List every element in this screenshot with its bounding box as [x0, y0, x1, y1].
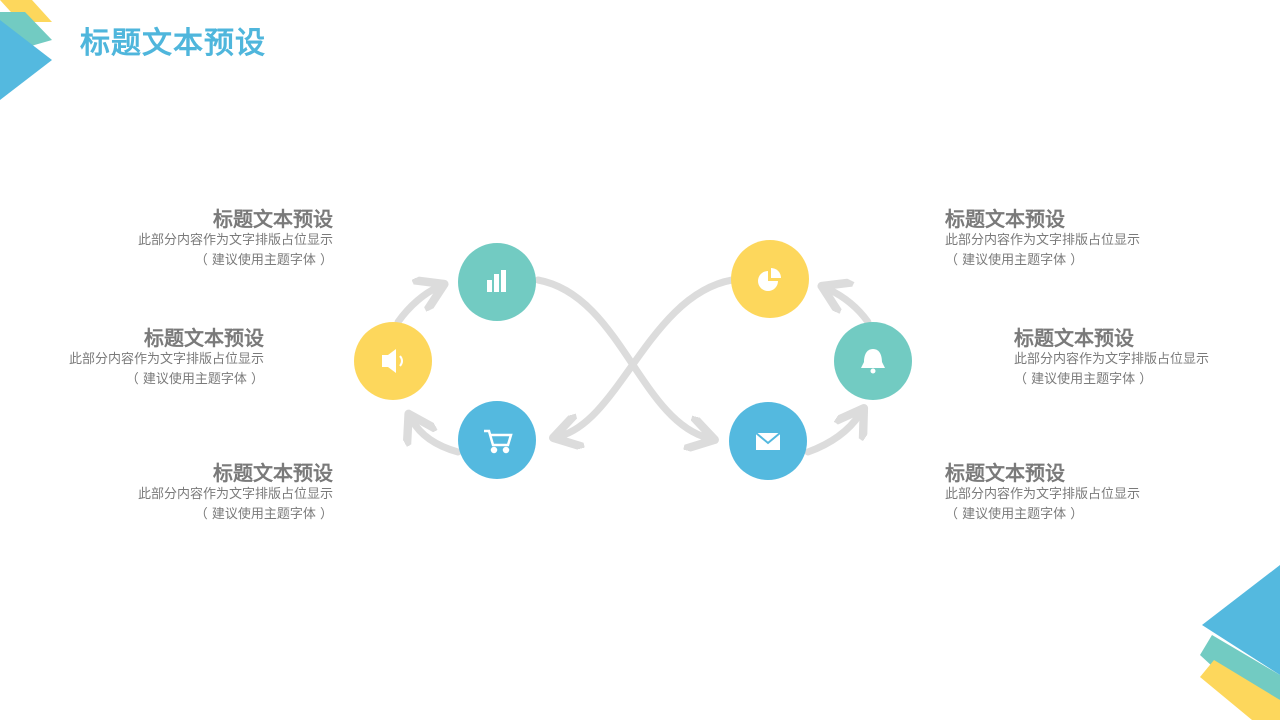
flow-arrow-right-down — [828, 289, 872, 326]
block-note: （ 建议使用主题字体 ） — [194, 507, 333, 522]
node-pie-chart — [731, 240, 809, 318]
block-title: 标题文本预设 — [213, 207, 333, 231]
node-shopping-cart — [458, 401, 536, 479]
pie-chart-icon — [758, 268, 781, 291]
text-block-right-bottom: 标题文本预设 此部分内容作为文字排版占位显示 （ 建议使用主题字体 ） — [945, 461, 1205, 525]
block-description: 此部分内容作为文字排版占位显示 — [68, 352, 264, 367]
corner-decoration-bottom-right — [1200, 565, 1280, 720]
text-block-left-bottom: 标题文本预设 此部分内容作为文字排版占位显示 （ 建议使用主题字体 ） — [73, 461, 333, 525]
block-title: 标题文本预设 — [1014, 326, 1134, 350]
block-note: （ 建议使用主题字体 ） — [194, 253, 333, 268]
block-note: （ 建议使用主题字体 ） — [1014, 372, 1153, 387]
block-description: 此部分内容作为文字排版占位显示 — [945, 487, 1141, 502]
flow-arrow-right-up — [804, 414, 860, 456]
page-title: 标题文本预设 — [80, 26, 266, 61]
block-description: 此部分内容作为文字排版占位显示 — [137, 233, 333, 248]
text-block-left-middle: 标题文本预设 此部分内容作为文字排版占位显示 （ 建议使用主题字体 ） — [4, 326, 264, 390]
envelope-icon — [755, 432, 781, 450]
flow-arrow-left-down — [412, 420, 462, 456]
text-block-right-middle: 标题文本预设 此部分内容作为文字排版占位显示 （ 建议使用主题字体 ） — [1014, 326, 1274, 390]
corner-decoration-top-left — [0, 0, 52, 100]
text-block-right-top: 标题文本预设 此部分内容作为文字排版占位显示 （ 建议使用主题字体 ） — [945, 207, 1205, 271]
speaker-icon — [382, 349, 403, 373]
flow-arrow-center-right — [534, 276, 708, 438]
block-title: 标题文本预设 — [144, 326, 264, 350]
block-note: （ 建议使用主题字体 ） — [945, 507, 1084, 522]
text-block-left-top: 标题文本预设 此部分内容作为文字排版占位显示 （ 建议使用主题字体 ） — [73, 207, 333, 271]
block-title: 标题文本预设 — [213, 461, 333, 485]
block-description: 此部分内容作为文字排版占位显示 — [1014, 352, 1210, 367]
block-title: 标题文本预设 — [945, 461, 1065, 485]
block-note: （ 建议使用主题字体 ） — [945, 253, 1084, 268]
bell-icon — [861, 349, 885, 374]
shopping-cart-icon — [484, 429, 513, 454]
block-description: 此部分内容作为文字排版占位显示 — [137, 487, 333, 502]
flow-arrow-left-up — [394, 287, 438, 326]
block-note: （ 建议使用主题字体 ） — [125, 372, 264, 387]
block-description: 此部分内容作为文字排版占位显示 — [945, 233, 1141, 248]
block-title: 标题文本预设 — [945, 207, 1065, 231]
bar-chart-icon — [487, 270, 506, 292]
flow-arrow-center-left — [560, 276, 736, 436]
